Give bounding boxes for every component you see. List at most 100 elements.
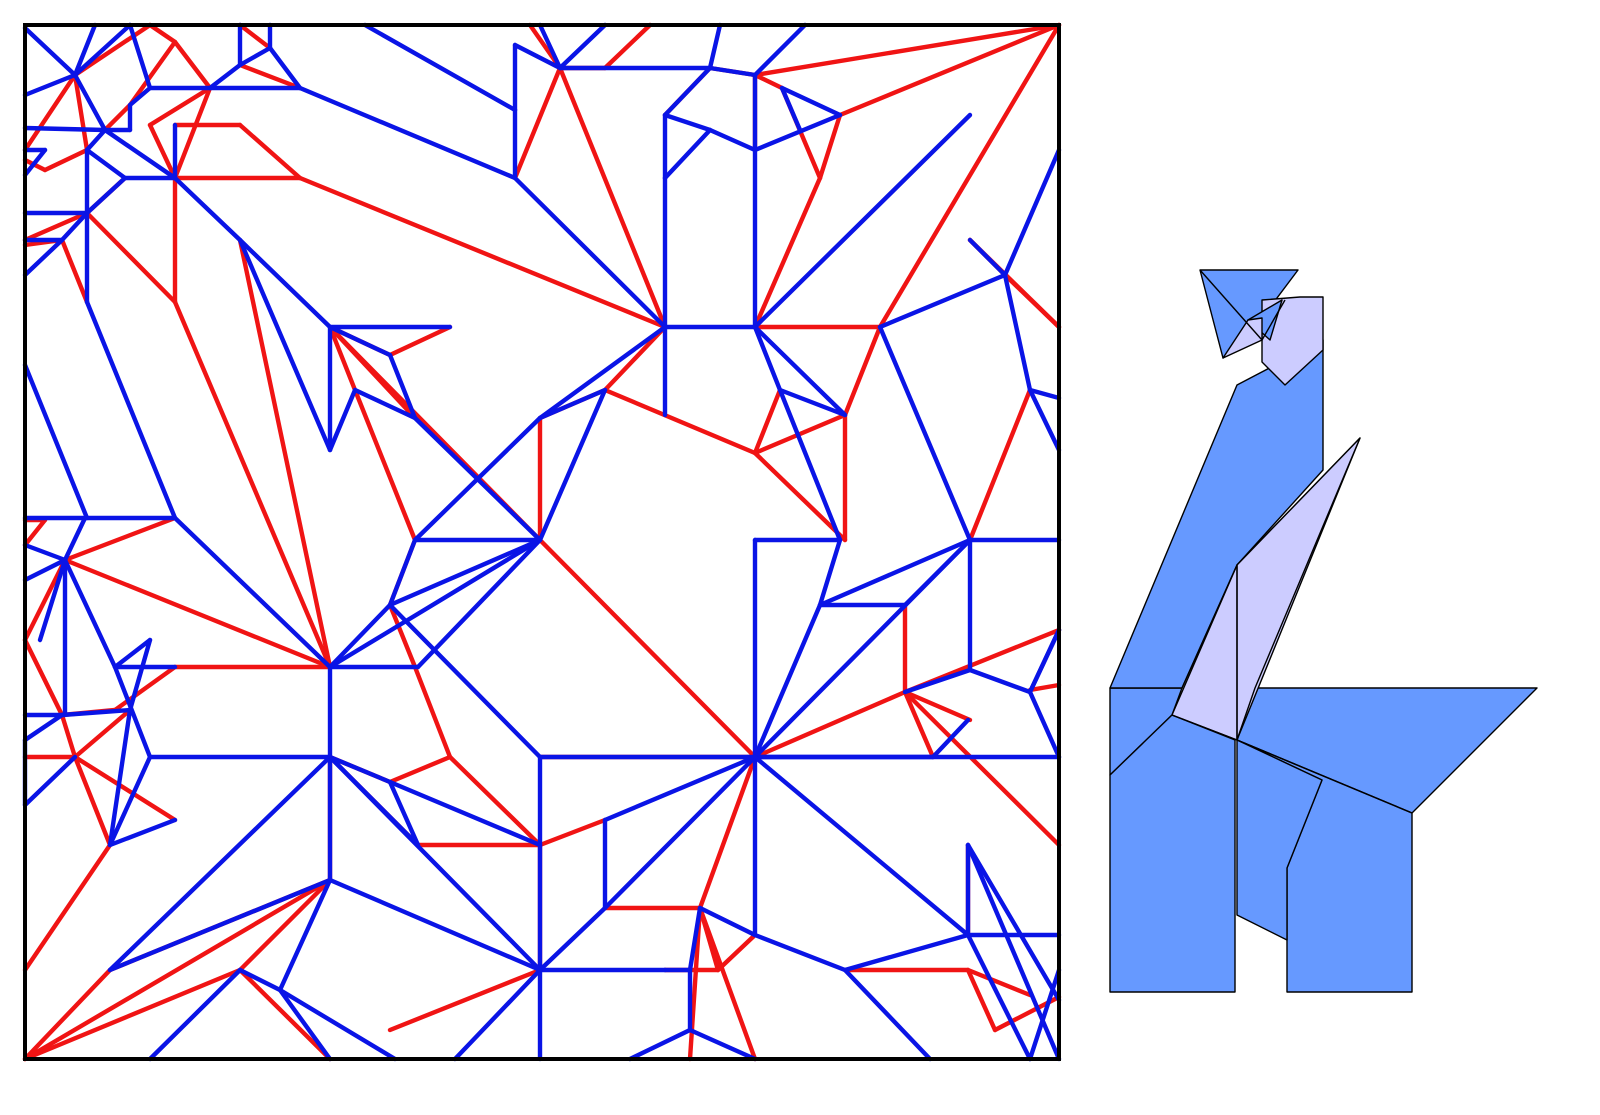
mountain-fold — [327, 602, 393, 670]
mountain-fold — [687, 1027, 758, 1062]
valley-fold — [817, 112, 843, 181]
mountain-fold — [1002, 147, 1062, 278]
mountain-fold — [557, 22, 608, 71]
mountain-fold-lines — [22, 22, 1062, 1062]
mountain-fold — [752, 754, 971, 938]
mountain-fold — [1027, 387, 1062, 401]
model-face-front-leg — [1109, 714, 1236, 993]
valley-fold — [237, 967, 333, 1062]
valley-fold — [72, 72, 90, 153]
valley-fold — [352, 387, 418, 543]
valley-fold — [1027, 682, 1062, 693]
valley-fold — [902, 689, 973, 723]
valley-fold — [965, 967, 998, 1033]
mountain-fold — [752, 22, 808, 78]
mountain-fold — [1027, 689, 1062, 760]
valley-fold — [752, 72, 785, 91]
mountain-fold — [297, 85, 518, 181]
valley-fold — [447, 754, 543, 848]
model-face-head-under — [1261, 296, 1324, 386]
mountain-fold — [62, 515, 88, 563]
mountain-fold — [777, 387, 848, 418]
mountain-fold — [779, 85, 803, 133]
mountain-fold — [387, 602, 543, 760]
valley-fold — [687, 905, 703, 1062]
mountain-fold — [22, 754, 78, 808]
mountain-fold — [752, 324, 783, 393]
valley-fold — [72, 707, 133, 760]
mountain-fold — [662, 127, 713, 181]
valley-fold — [697, 905, 721, 973]
mountain-fold — [237, 967, 283, 993]
mountain-fold — [84, 127, 108, 153]
valley-fold — [22, 517, 48, 548]
mountain-fold — [387, 352, 418, 421]
mountain-fold — [59, 210, 90, 243]
paper-border — [23, 23, 1061, 1061]
valley-fold — [22, 967, 113, 1062]
mountain-fold — [127, 85, 153, 108]
mountain-fold — [387, 537, 543, 608]
mountain-fold — [102, 127, 178, 181]
mountain-fold — [37, 557, 68, 643]
mountain-fold — [237, 45, 273, 68]
mountain-fold — [22, 237, 65, 278]
mountain-fold — [107, 877, 333, 973]
mountain-fold — [72, 72, 108, 133]
mountain-fold — [362, 22, 518, 113]
valley-fold — [42, 147, 90, 173]
mountain-fold — [1027, 967, 1062, 1062]
valley-fold — [147, 122, 178, 181]
mountain-fold — [452, 967, 543, 1062]
mountain-fold — [697, 905, 758, 938]
valley-fold — [22, 210, 90, 243]
mountain-fold — [267, 45, 303, 91]
mountain-fold — [662, 65, 713, 118]
mountain-fold — [107, 707, 133, 848]
mountain-fold — [877, 272, 1008, 330]
valley-fold — [965, 967, 1033, 998]
valley-fold — [22, 842, 113, 973]
valley-fold — [237, 22, 273, 51]
mountain-fold — [512, 42, 563, 71]
mountain-fold — [352, 387, 418, 421]
mountain-fold — [387, 779, 543, 848]
valley-fold — [102, 102, 133, 133]
mountain-fold — [752, 112, 843, 153]
valley-fold — [752, 689, 908, 760]
mountain-fold — [537, 905, 608, 973]
valley-fold — [752, 412, 848, 456]
mountain-fold — [537, 22, 563, 71]
valley-fold — [172, 39, 213, 91]
valley-fold — [237, 877, 333, 973]
valley-fold — [72, 754, 178, 823]
valley-fold — [967, 387, 1033, 543]
valley-fold — [237, 237, 333, 670]
mountain-fold — [72, 22, 98, 78]
mountain-fold — [277, 987, 398, 1062]
mountain-fold — [107, 817, 178, 848]
mountain-fold — [84, 147, 128, 181]
valley-fold — [752, 22, 1062, 78]
mountain-fold — [22, 362, 90, 521]
valley-fold — [837, 22, 1062, 118]
valley-fold — [237, 62, 303, 91]
valley-fold — [22, 877, 333, 1062]
mountain-fold — [415, 537, 543, 670]
mountain-fold — [327, 387, 358, 453]
mountain-fold — [207, 62, 243, 91]
mountain-fold — [777, 387, 843, 543]
mountain-fold — [877, 324, 973, 543]
mountain-fold — [172, 175, 243, 243]
valley-fold — [387, 324, 453, 358]
mountain-fold — [327, 324, 393, 358]
mountain-fold — [237, 237, 333, 330]
mountain-fold — [147, 967, 243, 1062]
mountain-fold — [277, 877, 333, 993]
valley-fold — [84, 210, 178, 305]
mountain-fold — [72, 22, 133, 78]
valley-fold — [512, 65, 563, 181]
mountain-fold — [387, 779, 421, 848]
mountain-fold — [22, 712, 65, 743]
model-crease — [1236, 739, 1413, 814]
